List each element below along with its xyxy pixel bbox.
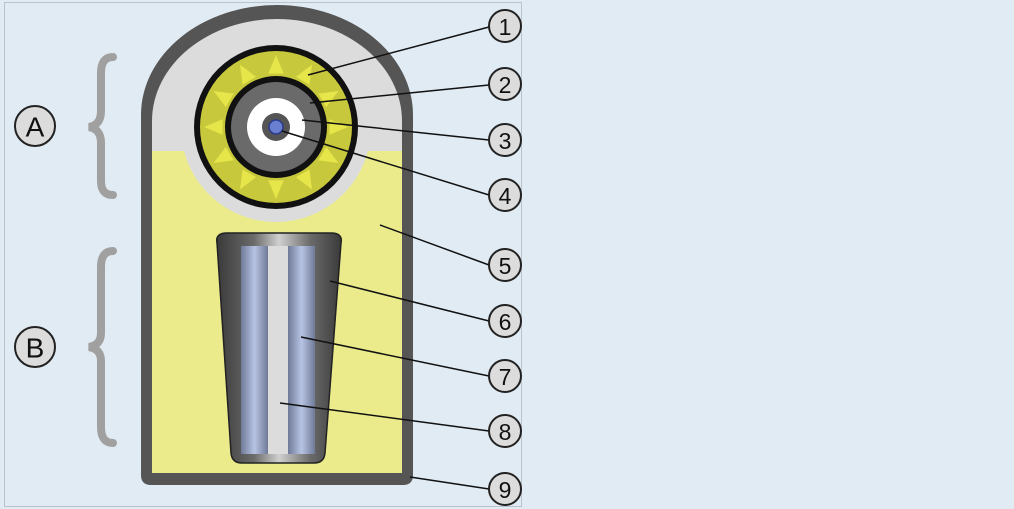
callout-2-label: 2 — [499, 72, 512, 98]
group-b-label: B — [26, 333, 45, 364]
ring-tooth — [240, 169, 256, 190]
group-b-badge — [14, 326, 56, 368]
ring-tooth — [240, 64, 256, 85]
ring-tooth — [268, 55, 284, 74]
callout-1-label: 1 — [499, 14, 512, 40]
ring-tooth — [296, 64, 312, 85]
diagram-frame: A B 1 2 3 4 5 6 7 8 — [4, 2, 522, 507]
group-a-badge — [14, 105, 56, 147]
ring-assembly — [194, 45, 358, 209]
callout-9: 9 — [488, 472, 522, 506]
ring-tooth — [213, 91, 234, 107]
bomb-diagram: A B 1 2 3 4 5 6 7 8 — [14, 5, 522, 506]
ring-tooth — [204, 119, 223, 135]
callout-8-label: 8 — [499, 419, 512, 445]
callout-7: 7 — [488, 359, 522, 393]
brace-a — [88, 53, 117, 199]
yellow-ring-teeth — [204, 55, 348, 199]
callout-6-label: 6 — [499, 309, 512, 335]
ring-tooth — [296, 169, 312, 190]
callout-1: 1 — [488, 9, 522, 43]
callout-5: 5 — [488, 248, 522, 282]
callout-9-label: 9 — [499, 477, 512, 503]
callout-3-label: 3 — [499, 128, 512, 154]
leader-lines — [279, 26, 490, 490]
callout-4-label: 4 — [499, 183, 512, 209]
rod-left — [241, 246, 268, 454]
callout-2: 2 — [488, 67, 522, 101]
rod-right — [288, 246, 315, 454]
callout-8: 8 — [488, 414, 522, 448]
ring-tooth — [318, 147, 339, 163]
callout-5-label: 5 — [499, 253, 512, 279]
rod-center — [268, 246, 288, 454]
callout-6: 6 — [488, 304, 522, 338]
ring-tooth — [268, 180, 284, 199]
ring-tooth — [318, 91, 339, 107]
ring-tooth — [213, 147, 234, 163]
group-a-label: A — [26, 112, 45, 143]
callout-4: 4 — [488, 178, 522, 212]
callout-7-label: 7 — [499, 364, 512, 390]
callout-3: 3 — [488, 123, 522, 157]
brace-b — [88, 247, 117, 447]
initiator-core — [268, 119, 284, 135]
